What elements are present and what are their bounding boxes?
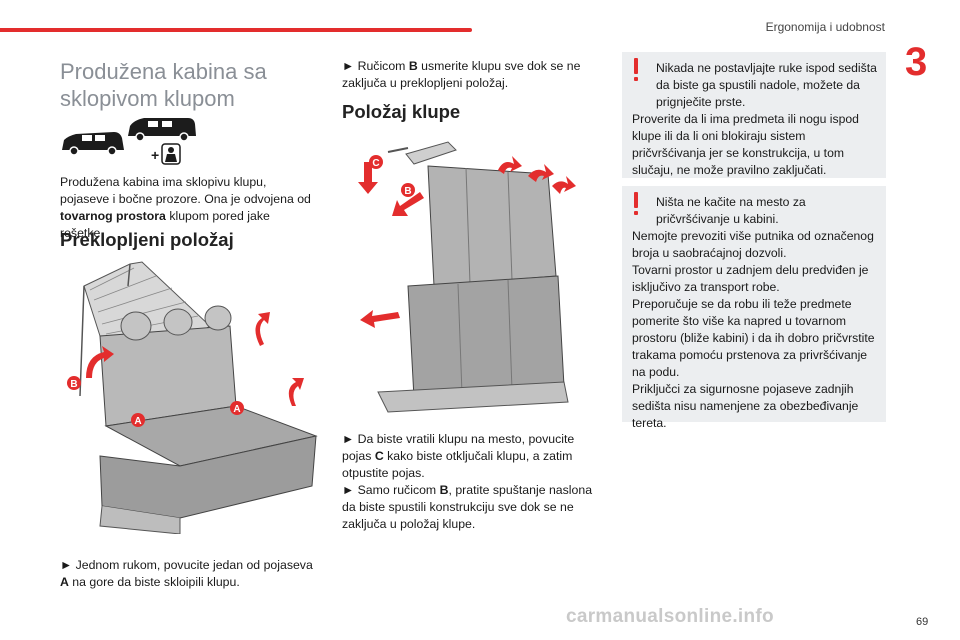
intro-paragraph: Produžena kabina ima sklopivu klupu, poj… xyxy=(60,175,311,240)
label-b: B xyxy=(404,186,411,197)
page-title: Produžena kabina sa sklopivom klupom xyxy=(60,59,267,111)
figure-folded-position: B A A xyxy=(67,261,318,534)
warning-note-cargo: Ništa ne kačite na mesto za pričvršćivan… xyxy=(622,186,886,430)
subheading-bench-position: Položaj klupe xyxy=(342,101,461,122)
header-accent-bar xyxy=(0,28,472,32)
label-a-left: A xyxy=(134,416,141,427)
step-lower: ► Samo ručicom B, pratite spuštanje nasl… xyxy=(342,483,593,531)
van-long-icon xyxy=(128,118,196,142)
step-unlock: ► Da biste vratili klupu na mesto, povuc… xyxy=(342,432,575,480)
warning-exclamation-icon xyxy=(634,58,638,81)
vehicle-icons: + xyxy=(62,118,196,165)
label-c: C xyxy=(372,158,379,169)
label-b: B xyxy=(70,379,77,390)
figure-bench-position: C B xyxy=(358,141,576,413)
watermark: carmanualsonline.info xyxy=(566,606,774,627)
van-short-icon xyxy=(62,132,124,156)
section-title: Ergonomija i udobnost xyxy=(765,20,885,34)
bench-seat-icon xyxy=(161,143,181,165)
step-fold: ► Jednom rukom, povucite jedan od pojase… xyxy=(60,558,313,589)
warning-note-hands: Nikada ne postavljajte ruke ispod sedišt… xyxy=(622,52,886,178)
label-a-right: A xyxy=(233,404,240,415)
page-number: 69 xyxy=(916,616,929,628)
plus-sign: + xyxy=(151,147,159,163)
step-lever: ► Ručicom B usmerite klupu sve dok se ne… xyxy=(342,59,581,90)
subheading-folded: Preklopljeni položaj xyxy=(60,229,234,250)
chapter-number: 3 xyxy=(905,40,928,84)
warning-exclamation-icon xyxy=(634,192,638,215)
